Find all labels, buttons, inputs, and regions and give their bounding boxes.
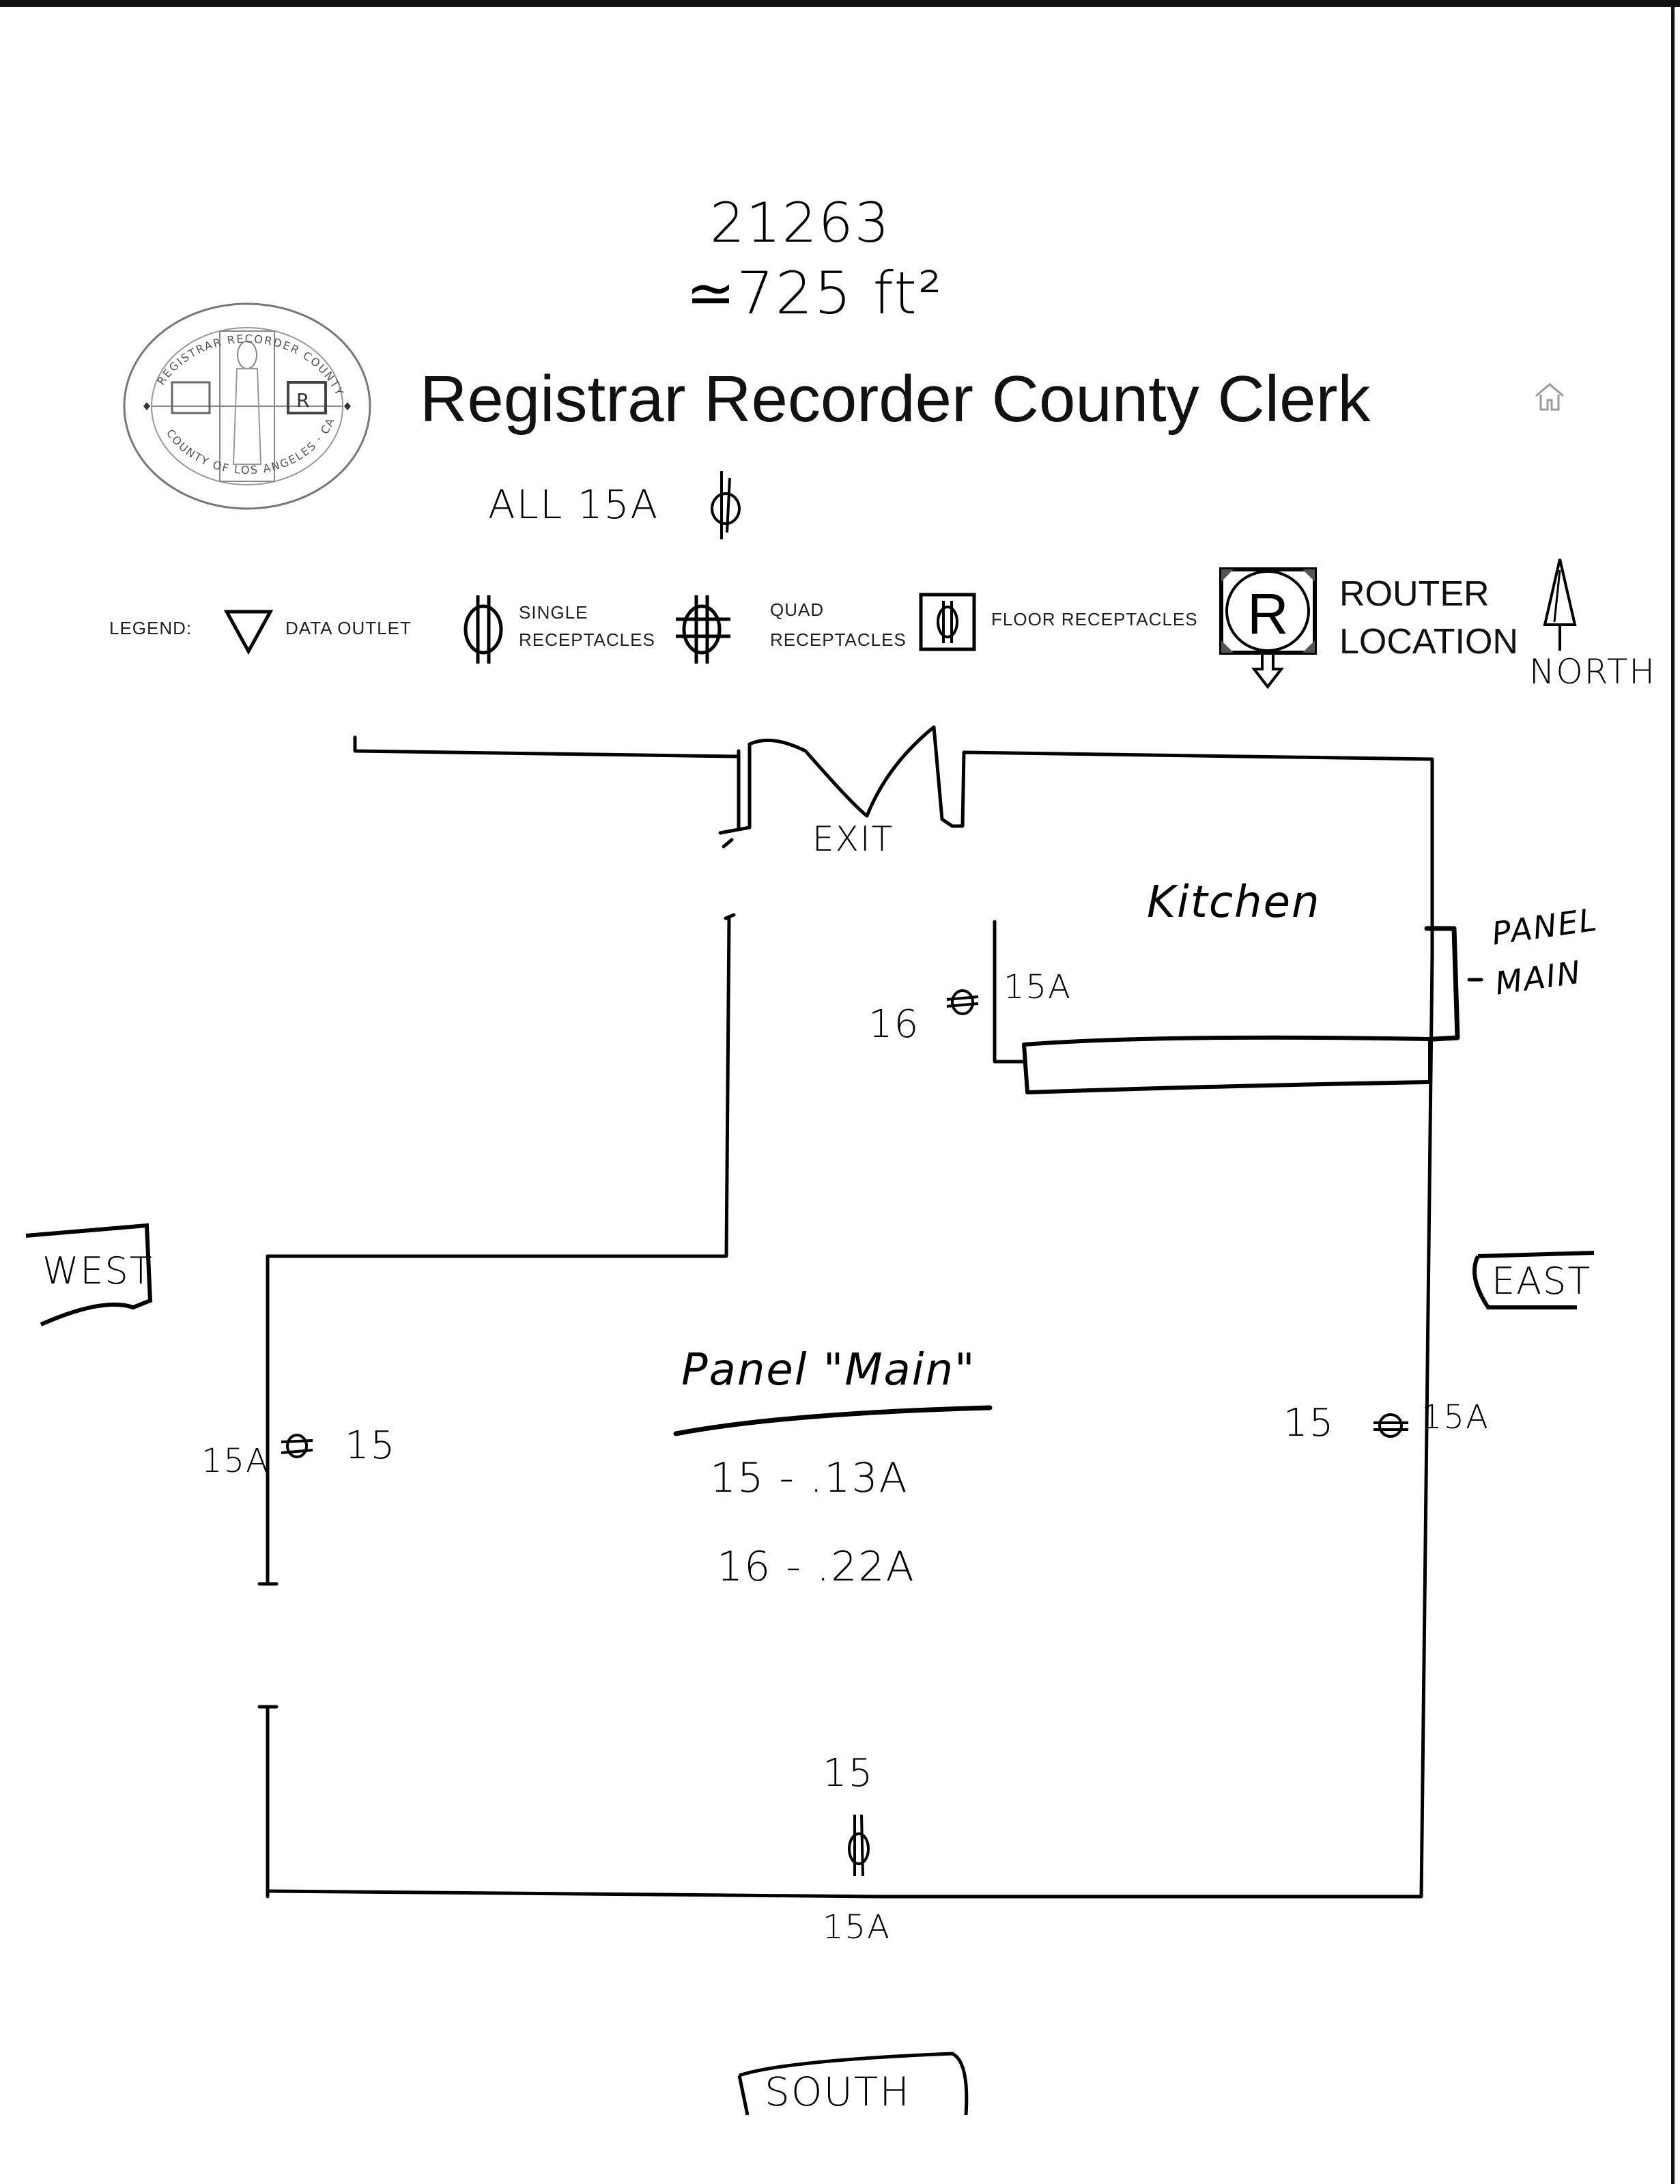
- south-label: SOUTH: [765, 2069, 911, 2115]
- west-receptacle-circuit: 15: [345, 1423, 397, 1468]
- panel-circuit-16: 16 - .22A: [717, 1543, 915, 1591]
- legend-router-line2: LOCATION: [1339, 622, 1518, 662]
- panel-summary-title: Panel "Main": [681, 1345, 976, 1395]
- legend-single-line1: SINGLE: [519, 602, 588, 623]
- north-arrow-icon: [1539, 556, 1580, 652]
- quad-receptacle-icon: [676, 595, 730, 664]
- south-label-box: [737, 2052, 969, 2116]
- kitchen-receptacle-circuit: 16: [868, 1002, 920, 1047]
- west-label: WEST: [42, 1249, 154, 1292]
- legend-data-outlet-label: DATA OUTLET: [285, 618, 412, 638]
- east-label: EAST: [1492, 1260, 1592, 1303]
- legend-quad-line1: QUAD: [770, 599, 825, 620]
- panel-main-box: [1424, 926, 1460, 1042]
- south-wall: [268, 1889, 1422, 1899]
- job-number: 21263: [710, 191, 891, 255]
- kitchen-partition: [993, 920, 1026, 1064]
- interior-west-wall: [266, 838, 736, 1258]
- receptacle-east[interactable]: [1372, 1412, 1410, 1439]
- north-wall-west: [353, 735, 739, 758]
- legend-quad-line2: RECEPTACLES: [770, 629, 907, 650]
- west-receptacle-rating: 15A: [201, 1442, 270, 1480]
- kitchen-receptacle-rating: 15A: [1003, 968, 1072, 1006]
- door-swing: [748, 725, 1434, 958]
- amperage-note: ALL 15A: [488, 481, 659, 528]
- scan-edge-right: [1671, 0, 1675, 2184]
- legend-floor-label: FLOOR RECEPTACLES: [991, 609, 1198, 629]
- single-receptacle-icon: [707, 471, 748, 539]
- north-label: NORTH: [1529, 652, 1657, 692]
- floor-area: ≃725 ft²: [686, 259, 943, 328]
- east-receptacle-rating: 15A: [1421, 1398, 1490, 1436]
- receptacle-south[interactable]: [845, 1814, 872, 1877]
- svg-text:R: R: [1247, 582, 1289, 646]
- legend-router-line1: ROUTER: [1339, 574, 1490, 614]
- east-receptacle-circuit: 15: [1283, 1401, 1335, 1445]
- svg-text:R: R: [296, 389, 309, 412]
- router-location-icon: R: [1219, 567, 1318, 690]
- floor-receptacle-icon: [919, 593, 976, 651]
- kitchen-label: Kitchen: [1147, 877, 1321, 928]
- east-label-box: [1472, 1251, 1595, 1309]
- receptacle-kitchen[interactable]: [945, 989, 980, 1016]
- data-outlet-triangle-icon: [223, 608, 274, 655]
- receptacle-west[interactable]: [280, 1432, 314, 1460]
- panel-circuit-15: 15 - .13A: [710, 1454, 909, 1502]
- west-label-box: [25, 1223, 153, 1327]
- south-receptacle-rating: 15A: [823, 1908, 891, 1946]
- south-receptacle-circuit: 15: [823, 1751, 874, 1796]
- organization-title: Registrar Recorder County Clerk: [420, 363, 1371, 436]
- east-wall: [1419, 954, 1434, 1899]
- single-receptacle-icon: [463, 595, 504, 664]
- panel-summary-underline: [673, 1405, 993, 1436]
- legend-label: LEGEND:: [109, 618, 193, 638]
- kitchen-counter: [1022, 1035, 1432, 1094]
- exit-label: EXIT: [812, 819, 894, 859]
- scan-edge-top: [0, 0, 1680, 7]
- door-jamb-left: [718, 742, 752, 835]
- legend-single-line2: RECEPTACLES: [519, 629, 655, 650]
- home-icon[interactable]: [1533, 381, 1567, 415]
- county-seal: R REGISTRAR RECORDER COUNTY CLERK COUNTY…: [113, 290, 377, 512]
